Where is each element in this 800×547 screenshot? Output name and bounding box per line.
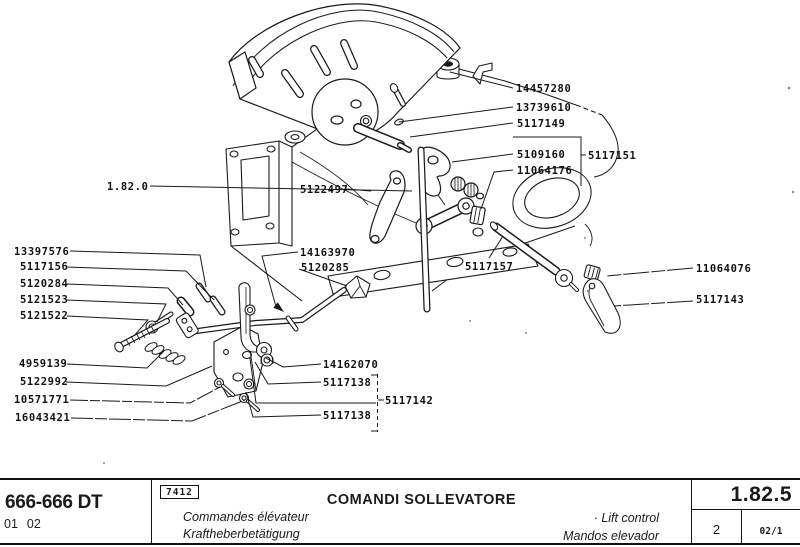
exploded-parts-diagram: 14457280 13739610 5117149 5109160 511715… bbox=[14, 3, 795, 464]
part-label-5117151: 5117151 bbox=[588, 150, 636, 162]
quadrant-sector-plate bbox=[228, 3, 461, 146]
part-label-5117149: 5117149 bbox=[517, 118, 565, 130]
top-shaft-parts bbox=[353, 83, 412, 153]
table-title-german: Kraftheberbetätigung bbox=[183, 527, 300, 541]
washers-nut bbox=[243, 304, 274, 390]
pivot-pins bbox=[195, 282, 226, 316]
part-label-5117138-top: 5117138 bbox=[323, 377, 371, 389]
page-reference: 02/1 bbox=[759, 526, 783, 537]
part-label-5117143: 5117143 bbox=[696, 294, 744, 306]
knurled-nuts bbox=[450, 176, 485, 200]
sheet-number: 2 bbox=[692, 510, 742, 545]
small-plate bbox=[175, 312, 199, 339]
part-label-5122497: 5122497 bbox=[300, 184, 348, 196]
title-block-reference-cell: 1.82.5 2 02/1 bbox=[692, 480, 800, 545]
scan-specks bbox=[103, 86, 795, 464]
lever-handle-blade bbox=[582, 278, 621, 334]
group-bracket-5117142 bbox=[371, 374, 384, 432]
part-label-13739610: 13739610 bbox=[516, 102, 571, 114]
table-title-english: · Lift control bbox=[593, 511, 659, 525]
section-number: 1.82.5 bbox=[692, 480, 800, 510]
part-label-11064076: 11064076 bbox=[696, 263, 751, 275]
part-label-16043421: 16043421 bbox=[15, 412, 70, 424]
part-number-labels: 14457280 13739610 5117149 5109160 511715… bbox=[14, 83, 751, 424]
part-label-5117156: 5117156 bbox=[20, 261, 68, 273]
right-shaft-assembly bbox=[489, 221, 621, 334]
part-label-5109160: 5109160 bbox=[517, 149, 565, 161]
small-bolts bbox=[213, 377, 260, 412]
housing-window bbox=[225, 140, 293, 247]
group-bracket-5117151 bbox=[513, 136, 586, 186]
part-label-14163970: 14163970 bbox=[300, 247, 355, 259]
part-label-5117142: 5117142 bbox=[385, 395, 433, 407]
part-label-5120285: 5120285 bbox=[301, 262, 349, 274]
part-label-13397576: 13397576 bbox=[14, 246, 69, 258]
part-label-5121523: 5121523 bbox=[20, 294, 68, 306]
vertical-control-rod bbox=[417, 146, 431, 313]
model-number: 666-666 DT bbox=[5, 492, 103, 513]
spring-clip-right bbox=[583, 264, 601, 281]
part-label-5120284: 5120284 bbox=[20, 278, 68, 290]
part-label-11064176: 11064176 bbox=[517, 165, 572, 177]
part-label-5121522: 5121522 bbox=[20, 310, 68, 322]
part-label-10571771: 10571771 bbox=[14, 394, 69, 406]
part-label-14457280: 14457280 bbox=[516, 83, 571, 95]
table-title-french: Commandes élévateur bbox=[183, 510, 309, 524]
hardware-cluster bbox=[114, 282, 274, 412]
lever-arm bbox=[369, 170, 406, 244]
table-title-spanish: Mandos elevador bbox=[563, 529, 659, 543]
title-block-model-cell: 666-666 DT 01 02 bbox=[0, 480, 152, 543]
bell-crank-assembly bbox=[415, 146, 486, 235]
coil-spring bbox=[144, 342, 186, 365]
part-label-5117157: 5117157 bbox=[465, 261, 513, 273]
part-label-5122992: 5122992 bbox=[20, 376, 68, 388]
drawing-number-box: 7412 bbox=[160, 485, 199, 499]
support-rail bbox=[327, 243, 539, 298]
pointer-arrow-icon bbox=[273, 302, 284, 312]
bent-rod bbox=[187, 275, 371, 335]
leader-lines bbox=[65, 71, 694, 432]
housing-bore bbox=[512, 167, 592, 229]
quadrant-slots bbox=[248, 39, 358, 98]
table-title-italian: COMANDI SOLLEVATORE bbox=[326, 492, 517, 508]
title-block-description-cell: 7412 COMANDI SOLLEVATORE Commandes éléva… bbox=[152, 480, 692, 543]
part-label-4959139: 4959139 bbox=[19, 358, 67, 370]
model-code-2: 02 bbox=[26, 517, 41, 531]
part-label-5117138-bottom: 5117138 bbox=[323, 410, 371, 422]
spring-clip-left bbox=[469, 205, 486, 226]
section-ref-label: 1.82.0 bbox=[107, 181, 149, 193]
sheet-row: 2 02/1 bbox=[692, 510, 800, 545]
part-label-14162070: 14162070 bbox=[323, 359, 378, 371]
model-codes: 01 02 bbox=[4, 517, 50, 531]
link-arm bbox=[415, 197, 475, 235]
long-screw bbox=[114, 318, 170, 353]
model-code-1: 01 bbox=[4, 517, 18, 531]
title-block: 666-666 DT 01 02 7412 COMANDI SOLLEVATORE… bbox=[0, 478, 800, 545]
